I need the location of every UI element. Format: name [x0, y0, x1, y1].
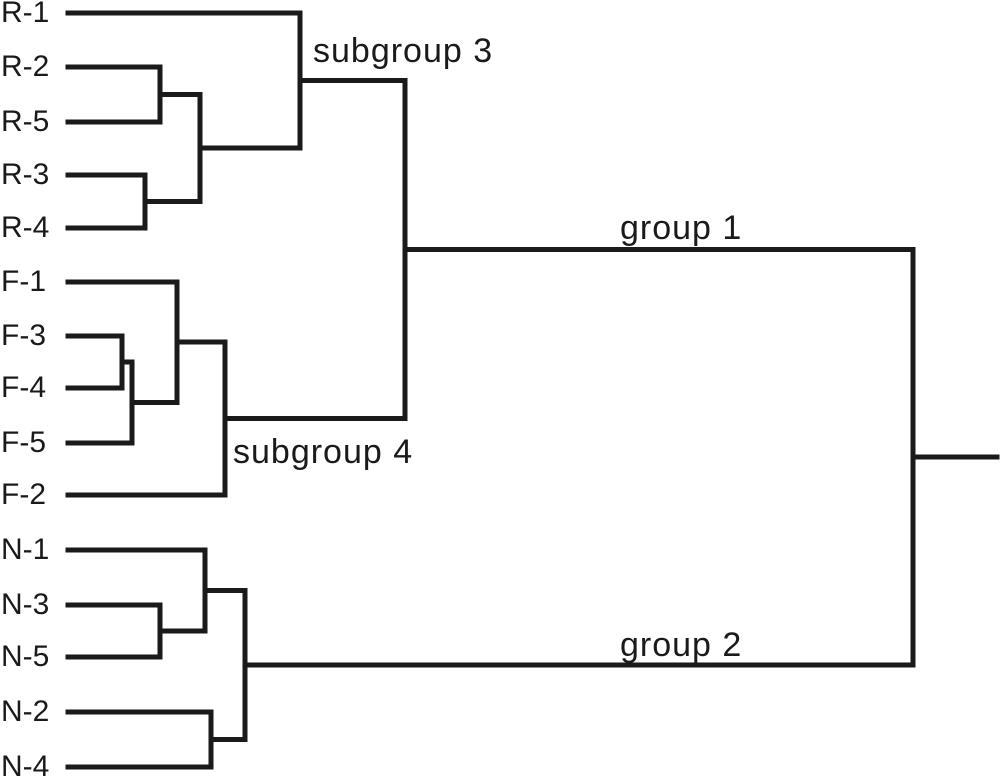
leaf-label-r-2: R-2: [1, 50, 50, 83]
cluster-label-group-1: group 1: [620, 209, 743, 247]
leaf-label-n-3: N-3: [1, 588, 50, 621]
leaf-label-n-2: N-2: [1, 695, 50, 728]
leaf-label-r-5: R-5: [1, 105, 50, 138]
cluster-label-group-2: group 2: [620, 626, 743, 664]
leaf-label-n-5: N-5: [1, 640, 50, 673]
leaf-label-r-4: R-4: [1, 211, 50, 244]
cluster-label-subgroup-3: subgroup 3: [313, 32, 494, 70]
leaf-label-f-2: F-2: [1, 478, 46, 511]
leaf-label-f-3: F-3: [1, 319, 46, 352]
leaf-label-f-5: F-5: [1, 426, 46, 459]
leaf-label-f-1: F-1: [1, 265, 46, 298]
leaf-label-r-3: R-3: [1, 158, 50, 191]
leaf-label-n-4: N-4: [1, 750, 50, 778]
leaf-label-f-4: F-4: [1, 371, 46, 404]
cluster-label-subgroup-4: subgroup 4: [233, 433, 414, 471]
leaf-label-n-1: N-1: [1, 533, 50, 566]
leaf-label-r-1: R-1: [1, 0, 50, 29]
